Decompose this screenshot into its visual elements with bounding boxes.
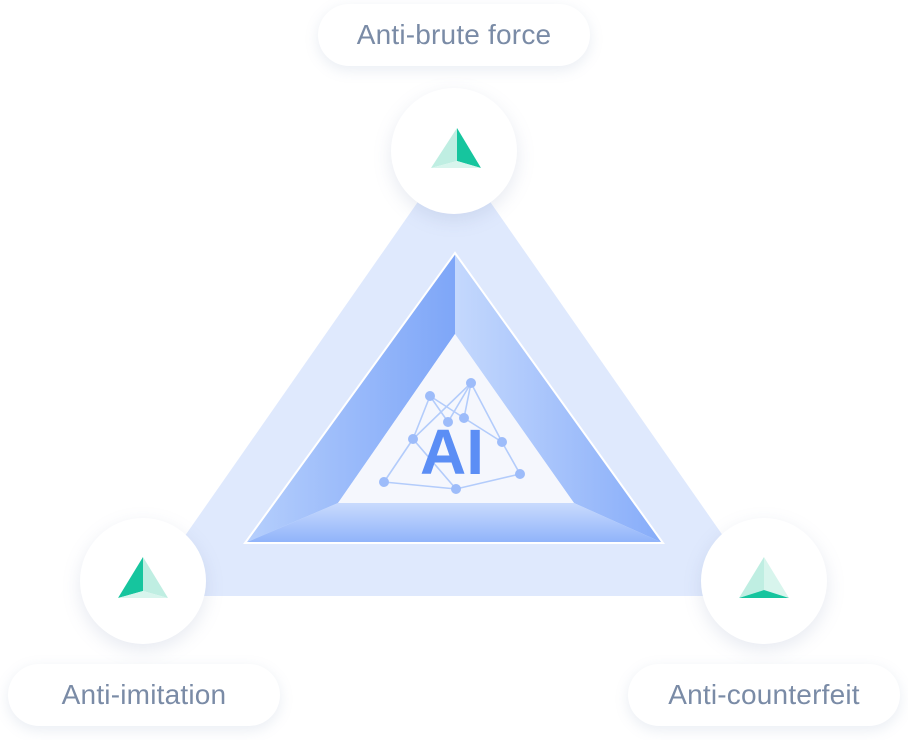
label-text: Anti-counterfeit — [668, 679, 860, 710]
inner-triangle — [243, 251, 665, 544]
node-anti-brute-force — [391, 88, 517, 214]
label-anti-brute-force: Anti-brute force — [318, 4, 590, 66]
node-anti-counterfeit — [701, 518, 827, 644]
label-anti-counterfeit: Anti-counterfeit — [628, 664, 900, 726]
center-ai-label: AI — [420, 416, 484, 488]
triangle-icon — [739, 557, 789, 598]
node-anti-imitation — [80, 518, 206, 644]
triangle-icon — [118, 557, 168, 598]
label-anti-imitation: Anti-imitation — [8, 664, 280, 726]
triangle-icon — [431, 128, 481, 168]
network-nodes — [379, 378, 525, 494]
label-text: Anti-brute force — [356, 19, 552, 50]
label-text: Anti-imitation — [61, 679, 227, 710]
